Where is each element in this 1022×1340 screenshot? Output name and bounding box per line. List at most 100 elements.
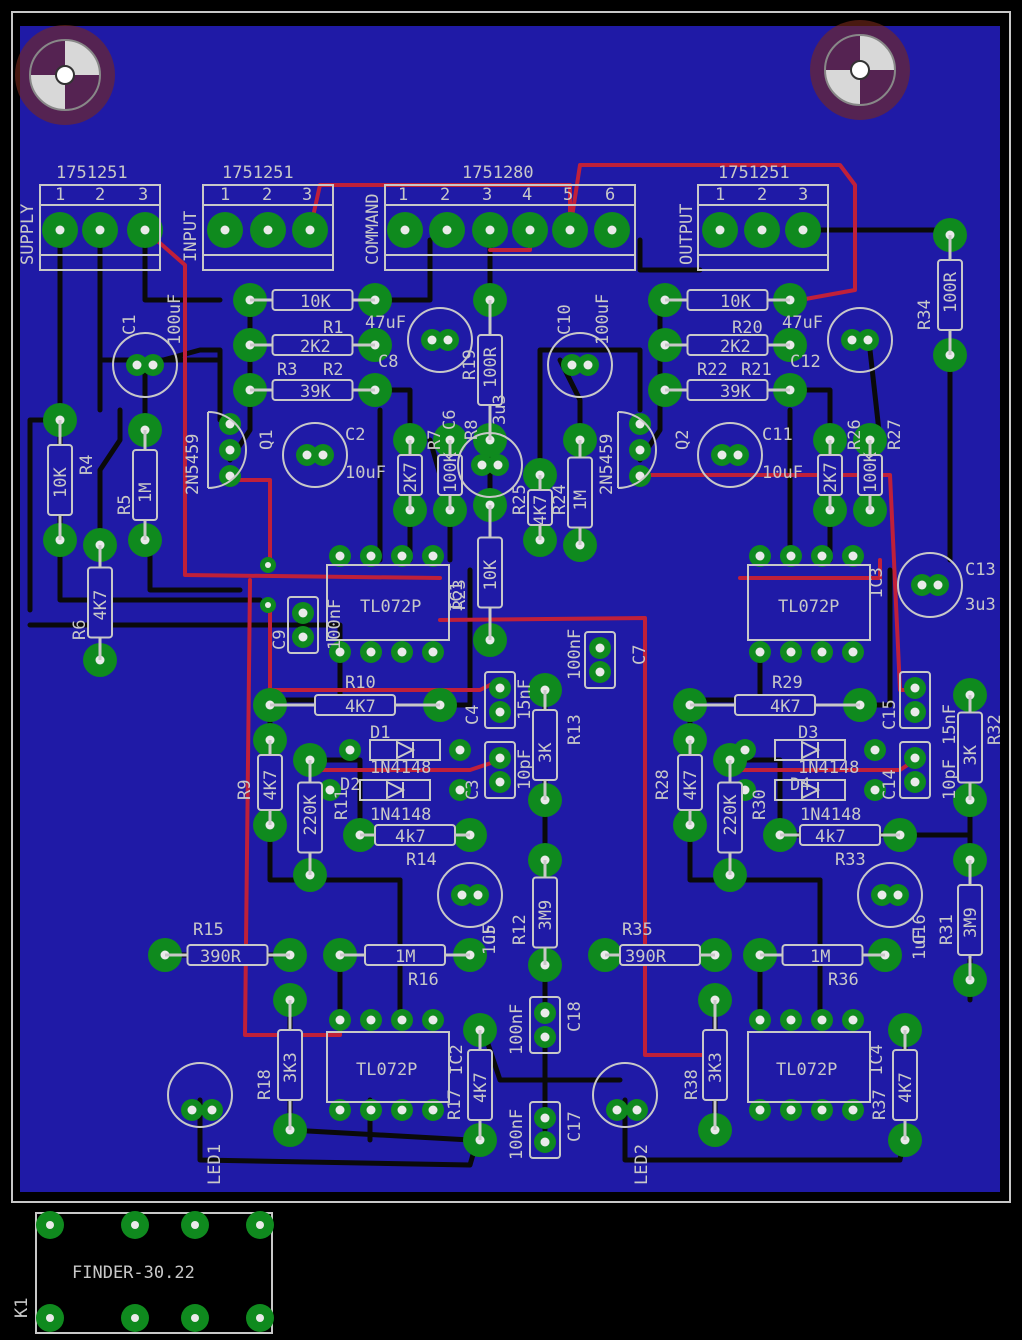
- connector-pad: [785, 212, 821, 248]
- resistor-ref: R30: [750, 789, 770, 820]
- resistor-value: 4K7: [770, 697, 801, 717]
- ic3: TL072P IC3: [747, 564, 887, 641]
- capacitor-ref: C15: [880, 699, 900, 730]
- connector-pad: [82, 212, 118, 248]
- capacitor-value: 47uF: [365, 313, 406, 333]
- diode-ref: D1: [370, 723, 390, 743]
- relay-value: FINDER-30.22: [72, 1263, 195, 1283]
- diode-value: 1N4148: [798, 758, 859, 778]
- capacitor-ref: C17: [565, 1111, 585, 1142]
- resistor-ref: R18: [255, 1069, 275, 1100]
- connector-pad: [702, 212, 738, 248]
- connector-pad: [250, 212, 286, 248]
- supply-pin-3: 3: [138, 185, 148, 205]
- resistor-value: 4k7: [815, 827, 846, 847]
- capacitor-ref: C7: [630, 645, 650, 665]
- ic-pad: [329, 641, 351, 663]
- resistor-ref: R15: [193, 920, 224, 940]
- via: [260, 557, 276, 573]
- connector-supply: 1751251 1 2 3 SUPPLY: [18, 163, 161, 271]
- ic-pad: [422, 641, 444, 663]
- ic4-ref: IC4: [867, 1044, 887, 1075]
- capacitor-pad: [711, 444, 733, 466]
- transistor-pad: [219, 439, 241, 461]
- capacitor-pad: [857, 329, 879, 351]
- transistor-ref: Q2: [673, 430, 693, 450]
- capacitor-pad: [292, 602, 314, 624]
- supply-part: 1751251: [56, 163, 128, 183]
- resistor-ref: R26: [845, 419, 865, 450]
- capacitor-ref: C4: [463, 705, 483, 725]
- capacitor-pad: [487, 454, 509, 476]
- resistor-value: 3K: [961, 744, 981, 765]
- capacitor-value: 1uF: [910, 929, 930, 960]
- capacitor-pad: [841, 329, 863, 351]
- led-pad: [201, 1099, 223, 1121]
- resistor-ref: R22: [697, 360, 728, 380]
- ic3-ref: IC3: [867, 567, 887, 598]
- ic-pad: [842, 545, 864, 567]
- diode-ref: D2: [340, 775, 360, 795]
- resistor-ref: R11: [332, 789, 352, 820]
- input-pin-3: 3: [302, 185, 312, 205]
- capacitor-pad: [489, 677, 511, 699]
- connector-pad: [207, 212, 243, 248]
- capacitor-ref: C13: [965, 560, 996, 580]
- resistor-ref: R37: [870, 1089, 890, 1120]
- ic-pad: [749, 1009, 771, 1031]
- capacitor-pad: [534, 1002, 556, 1024]
- resistor-ref: R35: [622, 920, 653, 940]
- transistor-pad: [629, 413, 651, 435]
- led1: LED1: [167, 1062, 233, 1185]
- ic-pad: [422, 1099, 444, 1121]
- ic1: TL072P IC1: [326, 564, 467, 641]
- capacitor-value: 100uF: [593, 294, 613, 345]
- ic-pad: [780, 1009, 802, 1031]
- capacitor-pad: [467, 884, 489, 906]
- capacitor-pad: [489, 771, 511, 793]
- diode-pad: [449, 739, 471, 761]
- diode-value: 1N4148: [800, 805, 861, 825]
- diode-value: 1N4148: [370, 758, 431, 778]
- resistor-ref: R38: [682, 1069, 702, 1100]
- capacitor-value: 1uF: [480, 924, 500, 955]
- ic-pad: [780, 545, 802, 567]
- output-part: 1751251: [718, 163, 790, 183]
- capacitor-pad: [437, 329, 459, 351]
- resistor-value: 2K7: [401, 462, 421, 493]
- capacitor-ref: C2: [345, 425, 365, 445]
- capacitor-value: 10uF: [345, 463, 386, 483]
- connector-pad: [512, 212, 548, 248]
- connector-pad: [744, 212, 780, 248]
- mounting-hole-right: [810, 20, 910, 120]
- connector-pad: [552, 212, 588, 248]
- capacitor-value: 3u3: [490, 394, 510, 425]
- connector-pad: [472, 212, 508, 248]
- relay-pad: [121, 1211, 149, 1239]
- resistor-ref: R14: [406, 850, 437, 870]
- capacitor-pad: [887, 884, 909, 906]
- resistor-value: 220K: [301, 794, 321, 836]
- capacitor-ref: C8: [378, 352, 398, 372]
- ic4: TL072P IC4: [747, 1031, 887, 1103]
- ic-pad: [391, 1009, 413, 1031]
